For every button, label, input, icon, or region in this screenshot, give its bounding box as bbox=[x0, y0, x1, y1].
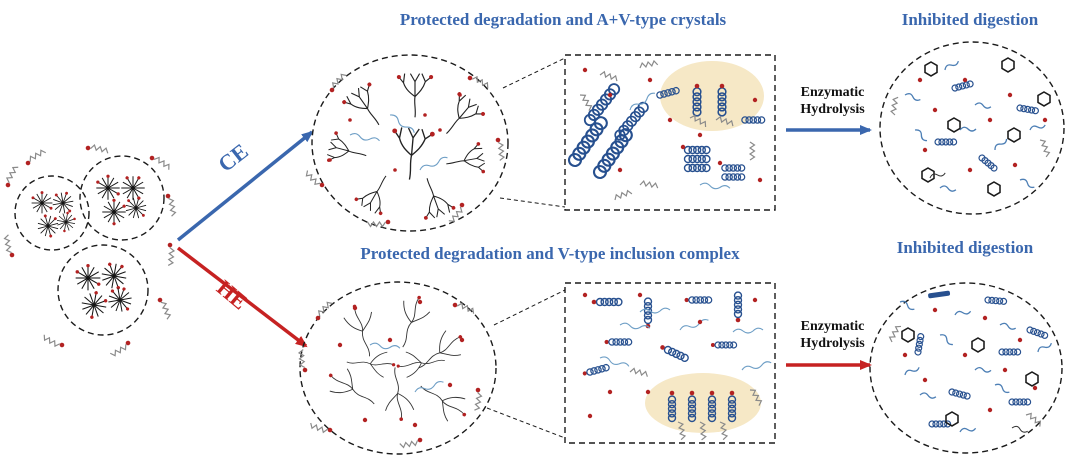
ce-outcome-title: Protected degradation and A+V-type cryst… bbox=[399, 10, 727, 29]
he-enzymatic-label: Enzymatic Hydrolysis bbox=[785, 318, 880, 352]
he-matrix-circle bbox=[298, 281, 497, 455]
ce-zoom-connector-bottom bbox=[499, 197, 566, 208]
free-lipids-around-granules bbox=[2, 142, 177, 358]
ce-result-title: Inhibited digestion bbox=[901, 10, 1039, 29]
he-digest-circle bbox=[869, 282, 1063, 454]
v-type-highlight bbox=[660, 61, 764, 131]
ce-matrix-circle bbox=[303, 54, 509, 232]
hydrolysis-line2: Hydrolysis bbox=[800, 336, 865, 351]
he-outcome-title: Protected degradation and V-type inclusi… bbox=[360, 244, 740, 263]
he-zoom-connector-top bbox=[493, 289, 566, 326]
ce-zoom-box bbox=[564, 54, 776, 211]
v-inclusion-highlight bbox=[645, 373, 761, 433]
he-zoom-connector-bottom bbox=[486, 407, 566, 439]
ce-arrow bbox=[176, 130, 314, 242]
ce-digest-circle bbox=[879, 41, 1065, 215]
ce-enzymatic-label: Enzymatic Hydrolysis bbox=[785, 84, 880, 118]
he-zoom-box bbox=[564, 282, 776, 444]
native-starch-granules bbox=[2, 142, 177, 358]
hydrolysis-line2: Hydrolysis bbox=[800, 102, 865, 117]
he-arrow bbox=[176, 246, 308, 348]
he-result-title: Inhibited digestion bbox=[896, 238, 1034, 257]
enzymatic-line1: Enzymatic bbox=[800, 319, 865, 334]
enzymatic-line1: Enzymatic bbox=[800, 85, 865, 100]
ce-zoom-connector-top bbox=[502, 57, 566, 89]
